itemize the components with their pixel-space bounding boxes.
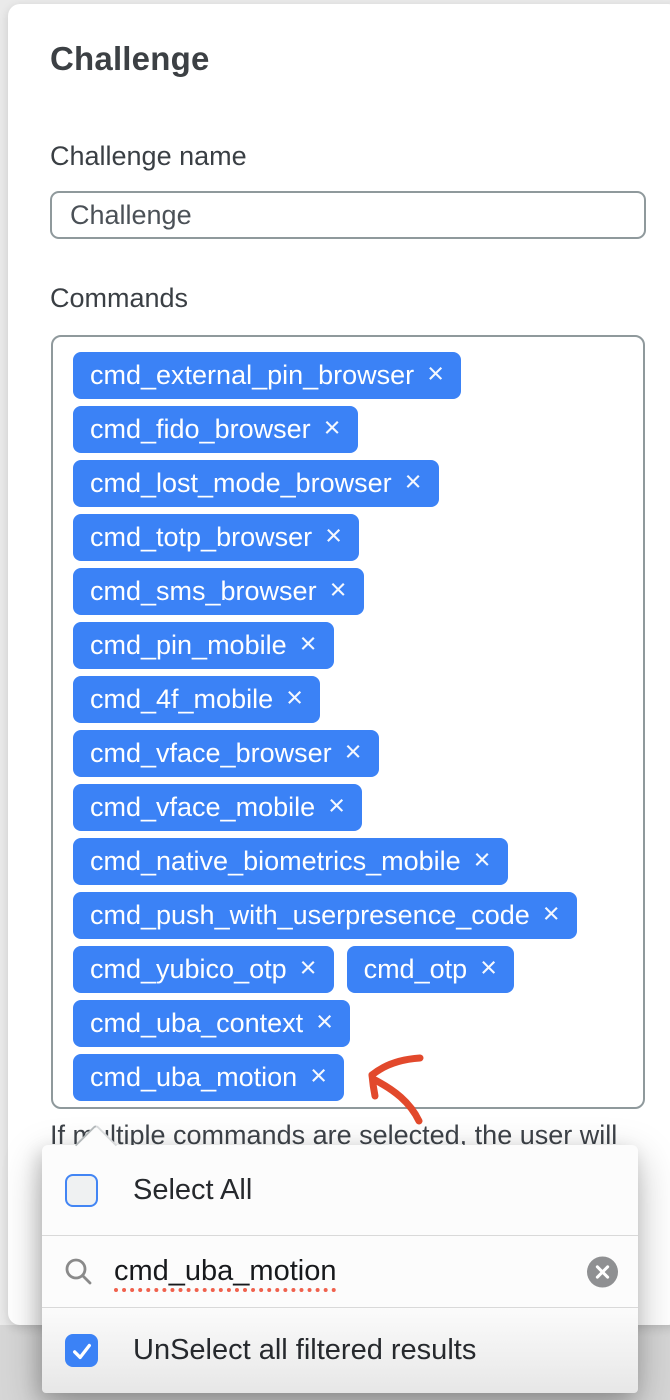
chip-remove-icon[interactable]: × [316, 1006, 334, 1038]
chip-row: cmd_yubico_otp × cmd_otp × [73, 946, 515, 993]
chip-row: cmd_fido_browser × [73, 406, 358, 453]
chip-remove-icon[interactable]: × [329, 574, 347, 606]
unselect-filtered-label: UnSelect all filtered results [133, 1334, 477, 1366]
select-all-checkbox[interactable] [65, 1173, 98, 1207]
unselect-filtered-checkbox[interactable] [65, 1334, 98, 1367]
challenge-form-card: Challenge Challenge name Commands cmd_ex… [8, 4, 670, 1325]
clear-search-button[interactable] [587, 1256, 618, 1287]
command-chip[interactable]: cmd_sms_browser × [73, 568, 364, 615]
chip-label: cmd_pin_mobile [90, 630, 287, 660]
chip-row: cmd_4f_mobile × [73, 676, 321, 723]
command-chip[interactable]: cmd_native_biometrics_mobile × [73, 838, 508, 885]
page-title: Challenge [50, 40, 210, 77]
command-chip[interactable]: cmd_pin_mobile × [73, 622, 334, 669]
chip-row: cmd_pin_mobile × [73, 622, 334, 669]
chip-remove-icon[interactable]: × [299, 628, 317, 660]
command-chip[interactable]: cmd_4f_mobile × [73, 676, 321, 723]
select-all-label: Select All [133, 1173, 253, 1206]
command-chip[interactable]: cmd_lost_mode_browser × [73, 460, 439, 507]
dropdown-divider [42, 1307, 638, 1308]
chip-row: cmd_external_pin_browser × [73, 352, 462, 399]
close-icon [595, 1264, 610, 1279]
command-chip[interactable]: cmd_push_with_userpresence_code × [73, 892, 577, 939]
chip-row: cmd_native_biometrics_mobile × [73, 838, 508, 885]
chip-label: cmd_lost_mode_browser [90, 468, 392, 498]
chip-remove-icon[interactable]: × [427, 358, 445, 390]
dropdown-option-unselect-filtered[interactable]: UnSelect all filtered results [42, 1308, 638, 1393]
challenge-name-label: Challenge name [50, 141, 247, 171]
chip-remove-icon[interactable]: × [299, 952, 317, 984]
chip-label: cmd_uba_motion [90, 1062, 298, 1092]
chip-remove-icon[interactable]: × [473, 844, 491, 876]
command-search-input[interactable]: cmd_uba_motion [114, 1255, 337, 1287]
chip-label: cmd_4f_mobile [90, 684, 274, 714]
dropdown-search-row: cmd_uba_motion [42, 1236, 638, 1307]
chip-label: cmd_external_pin_browser [90, 360, 415, 390]
commands-box[interactable]: cmd_external_pin_browser×cmd_fido_browse… [51, 335, 645, 1109]
chip-remove-icon[interactable]: × [286, 682, 304, 714]
chip-row: cmd_totp_browser × [73, 514, 360, 561]
dropdown-divider [42, 1235, 638, 1236]
chip-row: cmd_push_with_userpresence_code × [73, 892, 577, 939]
chip-remove-icon[interactable]: × [310, 1060, 328, 1092]
challenge-name-input[interactable] [50, 191, 646, 239]
chip-remove-icon[interactable]: × [328, 790, 346, 822]
search-icon [63, 1256, 94, 1287]
command-chip[interactable]: cmd_fido_browser × [73, 406, 358, 453]
chip-remove-icon[interactable]: × [344, 736, 362, 768]
chip-label: cmd_fido_browser [90, 414, 311, 444]
chip-remove-icon[interactable]: × [404, 466, 422, 498]
chip-label: cmd_push_with_userpresence_code [90, 900, 530, 930]
chip-remove-icon[interactable]: × [542, 898, 560, 930]
chip-remove-icon[interactable]: × [480, 952, 498, 984]
command-chip[interactable]: cmd_vface_browser × [73, 730, 379, 777]
command-chip[interactable]: cmd_external_pin_browser × [73, 352, 462, 399]
command-chip[interactable]: cmd_vface_mobile × [73, 784, 363, 831]
dropdown-option-select-all[interactable]: Select All [42, 1145, 638, 1235]
command-chip[interactable]: cmd_uba_motion × [73, 1054, 345, 1101]
chip-row: cmd_sms_browser × [73, 568, 364, 615]
chip-label: cmd_uba_context [90, 1008, 304, 1038]
chip-label: cmd_sms_browser [90, 576, 317, 606]
chip-label: cmd_otp [363, 954, 468, 984]
chip-label: cmd_totp_browser [90, 522, 313, 552]
chip-label: cmd_native_biometrics_mobile [90, 846, 461, 876]
chip-label: cmd_vface_mobile [90, 792, 316, 822]
commands-dropdown: Select All cmd_uba_motion UnSelect all f… [42, 1123, 638, 1393]
command-chip[interactable]: cmd_totp_browser × [73, 514, 360, 561]
chip-row: cmd_lost_mode_browser × [73, 460, 439, 507]
annotation-arrow [368, 1054, 424, 1125]
chip-label: cmd_yubico_otp [90, 954, 287, 984]
command-chip[interactable]: cmd_otp × [346, 946, 515, 993]
commands-label: Commands [50, 283, 189, 313]
chip-row: cmd_vface_browser × [73, 730, 379, 777]
command-chip[interactable]: cmd_yubico_otp × [73, 946, 334, 993]
chip-row: cmd_uba_context × [73, 1000, 351, 1047]
chip-label: cmd_vface_browser [90, 738, 332, 768]
chip-row: cmd_vface_mobile × [73, 784, 363, 831]
chip-remove-icon[interactable]: × [325, 520, 343, 552]
command-chip[interactable]: cmd_uba_context × [73, 1000, 351, 1047]
chip-remove-icon[interactable]: × [323, 412, 341, 444]
chip-row: cmd_uba_motion × [73, 1054, 345, 1101]
